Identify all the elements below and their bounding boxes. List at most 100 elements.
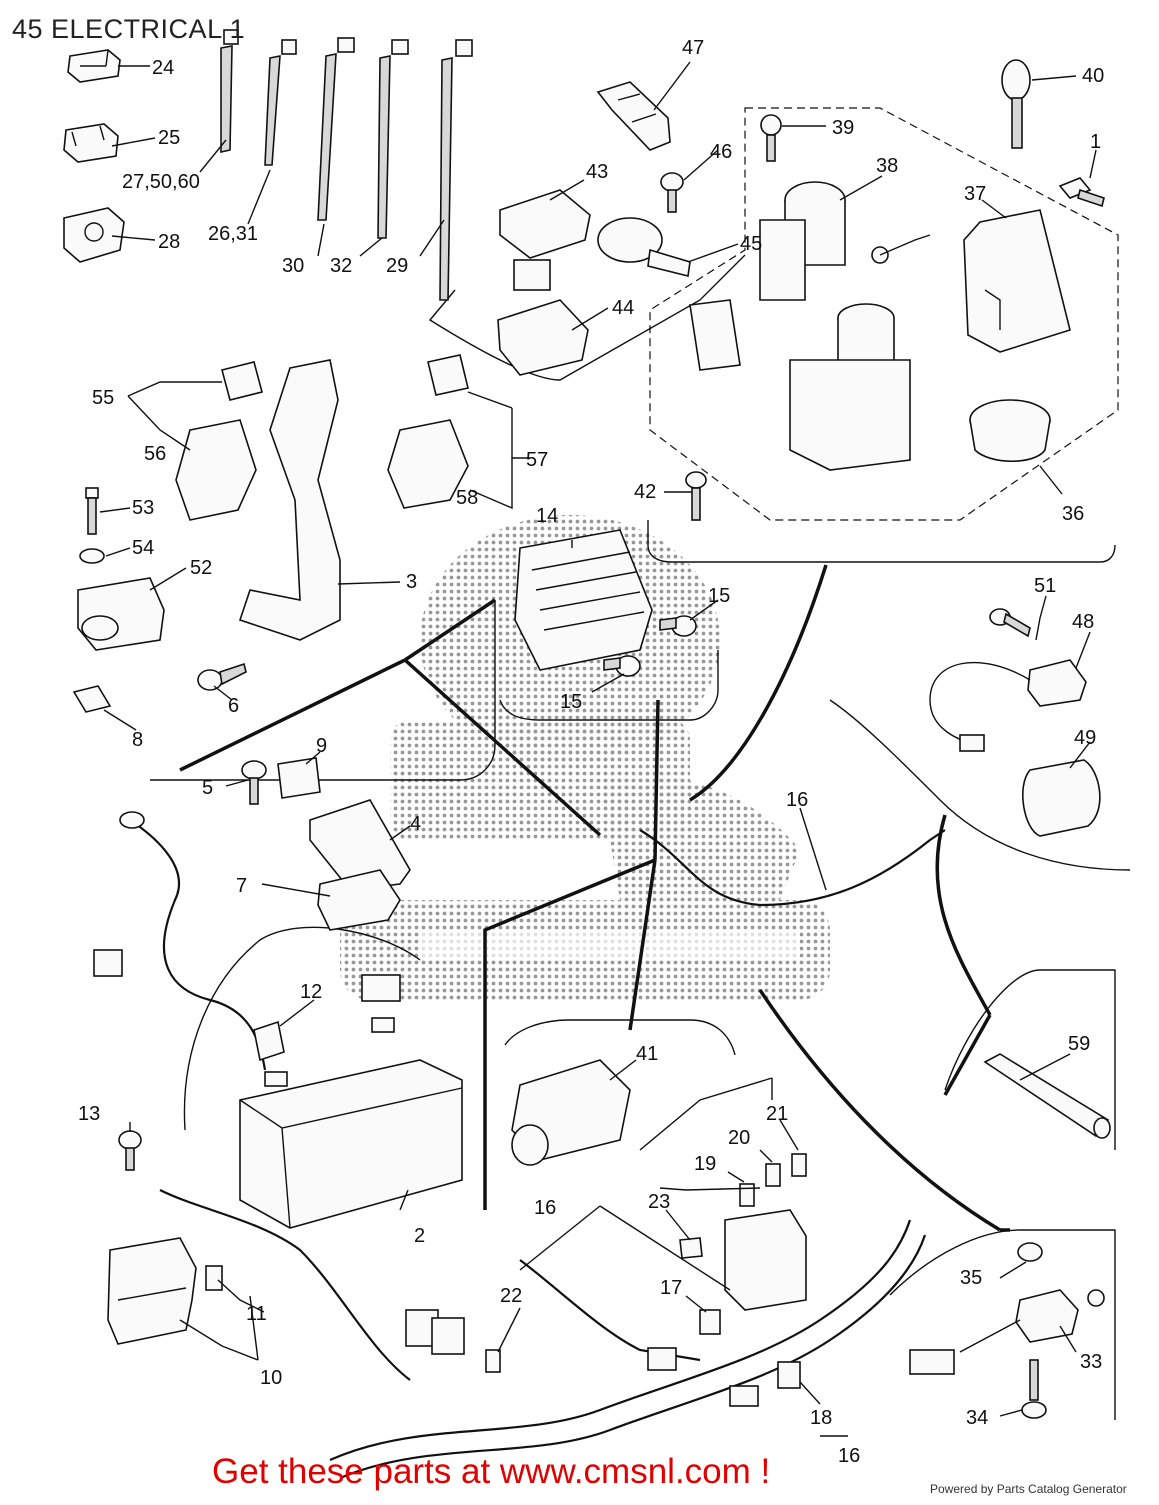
bolt-15a xyxy=(659,615,697,637)
wire-harness-16-right xyxy=(639,829,946,907)
callout-29: 29 xyxy=(386,255,408,277)
callout-34: 34 xyxy=(966,1407,988,1429)
callout-32: 32 xyxy=(330,255,352,277)
callout-44: 44 xyxy=(612,297,634,319)
panel-divider-15 xyxy=(499,650,719,721)
cable-clip-25 xyxy=(63,123,119,163)
fuse-17 xyxy=(699,1309,721,1335)
page-title: 45 ELECTRICAL 1 xyxy=(12,14,246,44)
coupler-44 xyxy=(497,259,589,376)
cable-tie-30 xyxy=(317,37,355,221)
callout-26-31: 26,31 xyxy=(208,223,258,245)
callout-48: 48 xyxy=(1072,611,1094,633)
fuel-cap-36 xyxy=(969,399,1051,463)
bracket-9 xyxy=(277,757,321,799)
callout-41: 41 xyxy=(636,1043,658,1065)
relay-57 xyxy=(427,354,469,396)
callout-33: 33 xyxy=(1080,1351,1102,1373)
callout-54: 54 xyxy=(132,537,154,559)
callout-25: 25 xyxy=(158,127,180,149)
cover-49 xyxy=(1022,759,1101,837)
callout-42: 42 xyxy=(634,481,656,503)
connector-12 xyxy=(253,1020,285,1062)
relay-holder-58 xyxy=(387,419,469,509)
callout-28: 28 xyxy=(158,231,180,253)
wire-battery-cable xyxy=(129,819,267,1071)
screw-42 xyxy=(685,471,707,521)
callout-7: 7 xyxy=(236,875,247,897)
plate-8 xyxy=(72,685,112,713)
washer-54 xyxy=(79,548,105,564)
panel-divider-left-low xyxy=(183,926,421,1131)
main-harness-leaders xyxy=(179,564,1010,1232)
starter-relay-10 xyxy=(107,1237,197,1345)
screw-46 xyxy=(660,172,684,213)
screw-51 xyxy=(989,608,1031,638)
callout-40: 40 xyxy=(1082,65,1104,87)
callout-16-bottom: 16 xyxy=(838,1445,860,1467)
lockset-group-boundary xyxy=(649,107,1119,521)
callout-12: 12 xyxy=(300,981,322,1003)
fuse-19 xyxy=(739,1183,755,1207)
bolt-1 xyxy=(1058,177,1105,208)
cable-tie-32 xyxy=(377,39,409,239)
bolt-5 xyxy=(241,760,267,805)
cable-tie-29 xyxy=(439,39,473,301)
panel-divider-59 xyxy=(944,969,1116,1150)
wire-harness-16-bottom-b xyxy=(339,1234,927,1480)
connector-harness-a xyxy=(647,1347,677,1371)
wire-harness-16-bottom xyxy=(329,1219,912,1462)
callout-27-50-60: 27,50,60 xyxy=(122,171,200,193)
cta-link[interactable]: Get these parts at www.cmsnl.com ! xyxy=(212,1452,771,1491)
callout-47: 47 xyxy=(682,37,704,59)
connector-harness-b xyxy=(729,1385,759,1407)
bolt-13 xyxy=(118,1130,142,1171)
key-40 xyxy=(1001,59,1031,149)
callout-38: 38 xyxy=(876,155,898,177)
fuse-box-23 xyxy=(679,1209,807,1311)
rectifier-regulator-14 xyxy=(514,529,653,671)
battery-band-4 xyxy=(309,799,411,891)
callout-2: 2 xyxy=(414,1225,425,1247)
callout-24: 24 xyxy=(152,57,174,79)
callout-10: 10 xyxy=(260,1367,282,1389)
connector-small xyxy=(361,974,401,1002)
callout-39: 39 xyxy=(832,117,854,139)
callout-5: 5 xyxy=(202,777,213,799)
callout-9: 9 xyxy=(316,735,327,757)
callout-45: 45 xyxy=(740,233,762,255)
panel-divider-36 xyxy=(647,520,1116,563)
bracket-43 xyxy=(499,189,591,259)
callout-22: 22 xyxy=(500,1285,522,1307)
callout-36: 36 xyxy=(1062,503,1084,525)
callout-56: 56 xyxy=(144,443,166,465)
callout-43: 43 xyxy=(586,161,608,183)
callout-46: 46 xyxy=(710,141,732,163)
cover-7 xyxy=(317,869,401,931)
relay-55 xyxy=(221,361,263,401)
starter-relay-41 xyxy=(511,1059,631,1166)
callout-15-lower: 15 xyxy=(560,691,582,713)
bolt-34 xyxy=(1021,1359,1047,1419)
rivet-6 xyxy=(197,662,247,691)
callout-58: 58 xyxy=(456,487,478,509)
callout-14: 14 xyxy=(536,505,558,527)
callout-51: 51 xyxy=(1034,575,1056,597)
callout-16-top: 16 xyxy=(786,789,808,811)
sensor-52 xyxy=(77,577,165,651)
callout-labels: 24 25 27,50,60 28 26,31 30 32 29 47 40 3… xyxy=(78,37,1104,1467)
panel-divider-33 xyxy=(889,1229,1116,1420)
callout-23: 23 xyxy=(648,1191,670,1213)
sensor-33 xyxy=(909,1289,1105,1375)
callout-20: 20 xyxy=(728,1127,750,1149)
callout-8: 8 xyxy=(132,729,143,751)
callout-15-upper: 15 xyxy=(708,585,730,607)
bolt-15b xyxy=(603,655,641,677)
wire-fusebox-lead xyxy=(519,1259,701,1362)
cable-clip-28 xyxy=(63,207,125,263)
screw-39 xyxy=(760,114,782,162)
cable-tie-26 xyxy=(264,39,297,166)
bolt-53 xyxy=(85,487,99,535)
callout-11: 11 xyxy=(246,1303,267,1325)
callout-1: 1 xyxy=(1090,131,1101,153)
